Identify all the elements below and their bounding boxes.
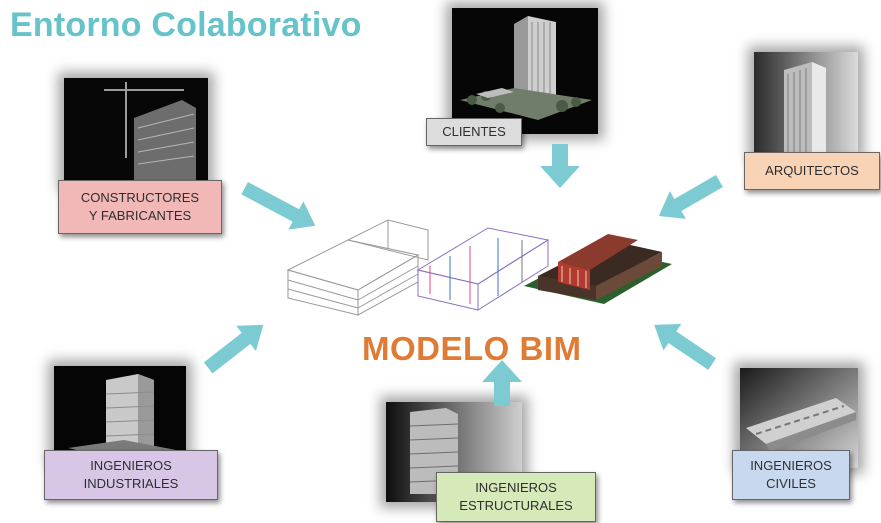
estructurales-label: INGENIEROS ESTRUCTURALES bbox=[436, 472, 596, 522]
bim-model-illustration bbox=[286, 219, 672, 316]
arquitectos-building-photo bbox=[754, 52, 858, 154]
industriales-text-1: INGENIEROS bbox=[90, 458, 172, 473]
industriales-building-photo bbox=[54, 366, 186, 462]
page-title: Entorno Colaborativo bbox=[10, 6, 362, 44]
modelo-bim-title: MODELO BIM bbox=[362, 330, 582, 367]
civiles-text-1: INGENIEROS bbox=[750, 458, 832, 473]
clientes-text: CLIENTES bbox=[442, 124, 506, 139]
arrow-icon bbox=[658, 174, 723, 219]
arrow-icon bbox=[203, 324, 264, 374]
estructurales-text-2: ESTRUCTURALES bbox=[459, 498, 573, 513]
arrow-icon bbox=[540, 144, 580, 188]
constructores-building-photo bbox=[64, 78, 208, 184]
civiles-text-2: CIVILES bbox=[766, 476, 816, 491]
estructurales-text-1: INGENIEROS bbox=[475, 480, 557, 495]
mep-wireframe bbox=[416, 227, 550, 311]
industriales-label: INGENIEROS INDUSTRIALES bbox=[44, 450, 218, 500]
clientes-building-photo bbox=[452, 8, 598, 134]
constructores-text-1: CONSTRUCTORES bbox=[80, 190, 200, 205]
architectural-wireframe bbox=[286, 219, 429, 316]
industriales-text-2: INDUSTRIALES bbox=[83, 476, 179, 491]
rendered-building bbox=[524, 234, 672, 304]
civiles-label: INGENIEROS CIVILES bbox=[732, 450, 850, 500]
arquitectos-label: ARQUITECTOS bbox=[744, 152, 880, 190]
arrow-icon bbox=[482, 360, 522, 406]
arrow-icon bbox=[241, 182, 316, 230]
constructores-text-2: Y FABRICANTES bbox=[88, 208, 192, 223]
arrow-icon bbox=[654, 323, 717, 370]
arquitectos-text: ARQUITECTOS bbox=[765, 163, 859, 178]
constructores-label: CONSTRUCTORES Y FABRICANTES bbox=[58, 180, 222, 234]
clientes-label: CLIENTES bbox=[426, 118, 522, 146]
